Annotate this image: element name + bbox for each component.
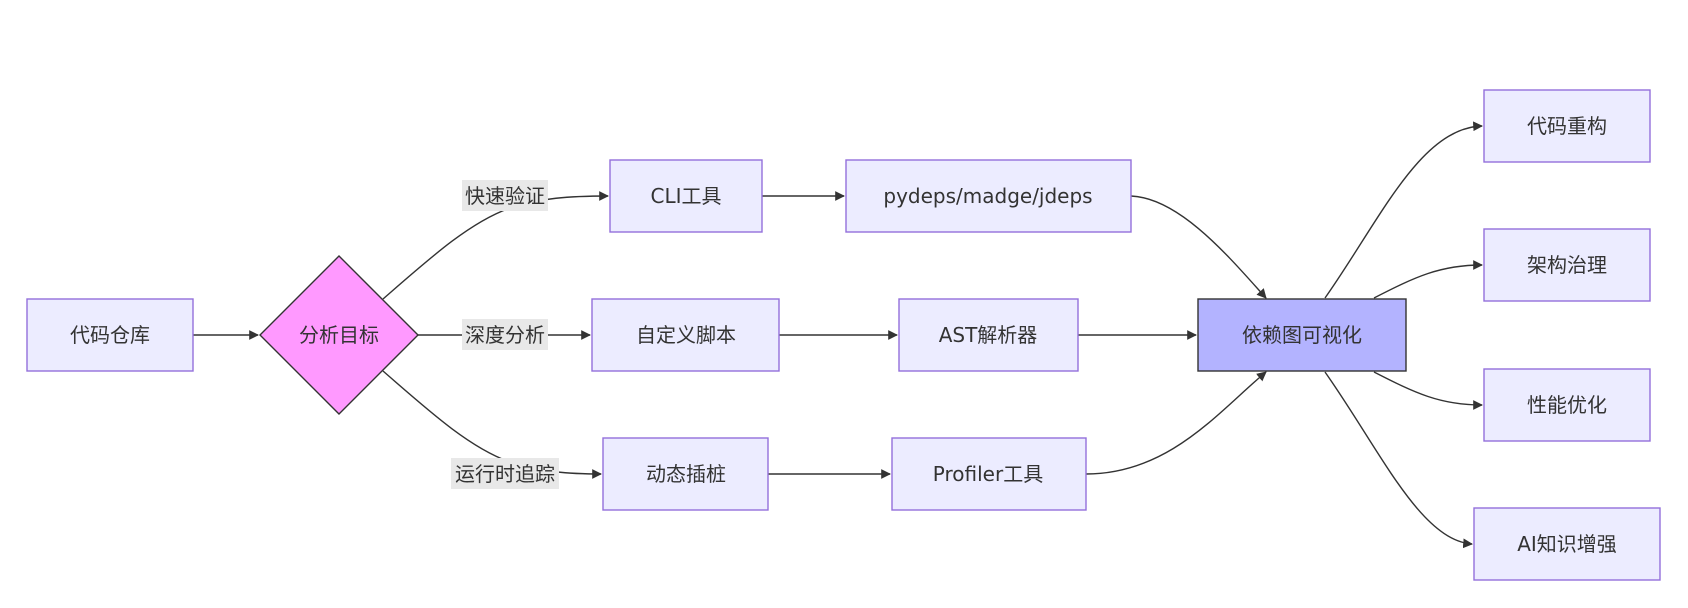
node-perf-label: 性能优化: [1527, 393, 1607, 417]
edge-profiler-to-viz: [1085, 371, 1267, 475]
node-profiler[interactable]: Profiler工具: [891, 437, 1087, 511]
node-goal-decision[interactable]: 分析目标: [259, 255, 419, 415]
node-script[interactable]: 自定义脚本: [591, 298, 780, 372]
node-ast[interactable]: AST解析器: [898, 298, 1079, 372]
edge-label-deep-bg: [462, 319, 548, 350]
nodes: 代码仓库 分析目标 CLI工具 pydeps/madge/jdeps 自定义脚本…: [26, 89, 1661, 581]
edge-viz-to-refactor: [1324, 121, 1483, 299]
node-instr-box: [602, 437, 769, 511]
edge-viz-to-arch: [1373, 260, 1483, 299]
node-repo-label: 代码仓库: [70, 323, 150, 347]
node-cli-tools-label: pydeps/madge/jdeps: [883, 184, 1092, 208]
node-instr-label: 动态插桩: [646, 462, 726, 486]
edge-label-quick-text: 快速验证: [465, 184, 545, 208]
node-ai-label: AI知识增强: [1517, 532, 1617, 556]
node-cli-tools[interactable]: pydeps/madge/jdeps: [845, 159, 1132, 233]
node-arch-box: [1483, 228, 1651, 302]
edge-label-quick: 快速验证: [462, 180, 548, 211]
node-viz-label: 依赖图可视化: [1242, 323, 1362, 347]
edge-label-runtime-bg: [451, 458, 559, 489]
node-ai[interactable]: AI知识增强: [1473, 507, 1661, 581]
edge-label-runtime-text: 运行时追踪: [455, 462, 555, 486]
edge-goal-to-cli: [382, 191, 609, 300]
node-refactor-box: [1483, 89, 1651, 163]
node-arch[interactable]: 架构治理: [1483, 228, 1651, 302]
node-arch-label: 架构治理: [1527, 253, 1607, 277]
edge-clitools-to-viz: [1130, 195, 1267, 299]
node-viz-box: [1197, 298, 1407, 372]
node-viz[interactable]: 依赖图可视化: [1197, 298, 1407, 372]
node-cli[interactable]: CLI工具: [609, 159, 763, 233]
node-refactor[interactable]: 代码重构: [1483, 89, 1651, 163]
edge-label-runtime: 运行时追踪: [451, 458, 559, 489]
edge-label-deep-text: 深度分析: [465, 323, 545, 347]
node-ai-box: [1473, 507, 1661, 581]
node-cli-tools-box: [845, 159, 1132, 233]
node-repo[interactable]: 代码仓库: [26, 298, 194, 372]
edge-label-quick-bg: [462, 180, 548, 211]
edges: [193, 121, 1483, 549]
node-ast-label: AST解析器: [939, 323, 1038, 347]
node-cli-label: CLI工具: [650, 184, 721, 208]
node-perf[interactable]: 性能优化: [1483, 368, 1651, 442]
edge-viz-to-ai: [1324, 371, 1473, 549]
node-repo-box: [26, 298, 194, 372]
node-goal-diamond: [259, 255, 419, 415]
edge-viz-to-perf: [1373, 371, 1483, 410]
node-script-box: [591, 298, 780, 372]
node-profiler-box: [891, 437, 1087, 511]
edge-labels: 快速验证 深度分析 运行时追踪: [451, 180, 559, 489]
node-cli-box: [609, 159, 763, 233]
node-refactor-label: 代码重构: [1527, 114, 1607, 138]
node-script-label: 自定义脚本: [636, 323, 736, 347]
node-instr[interactable]: 动态插桩: [602, 437, 769, 511]
edge-label-deep: 深度分析: [462, 319, 548, 350]
node-goal-label: 分析目标: [299, 323, 379, 347]
node-profiler-label: Profiler工具: [933, 462, 1043, 486]
node-ast-box: [898, 298, 1079, 372]
node-perf-box: [1483, 368, 1651, 442]
